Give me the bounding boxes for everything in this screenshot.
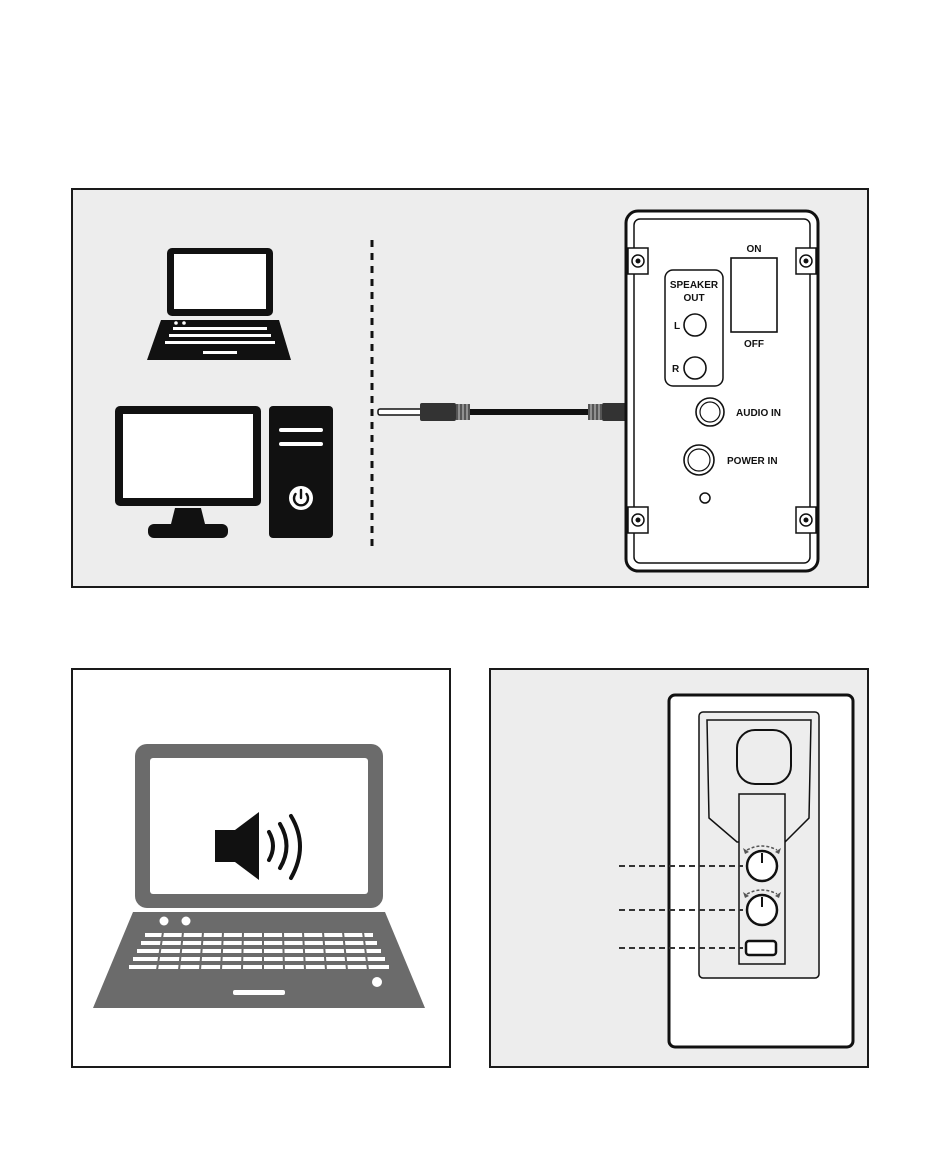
- right-channel-label: R: [672, 364, 680, 375]
- speaker-out-label-2: OUT: [683, 293, 704, 304]
- left-channel-label: L: [674, 321, 680, 332]
- switch-off-label: OFF: [744, 339, 764, 350]
- mounting-hole: [796, 507, 816, 533]
- power-switch[interactable]: [731, 258, 777, 332]
- volume-panel: [71, 668, 451, 1068]
- speaker-out-left-jack[interactable]: [684, 314, 706, 336]
- speaker-out-label: SPEAKER: [670, 280, 719, 291]
- speaker-out-right-jack[interactable]: [684, 357, 706, 379]
- audio-in-label: AUDIO IN: [736, 408, 781, 419]
- power-icon: [289, 486, 313, 510]
- switch-on-label: ON: [747, 244, 762, 255]
- connection-panel: SPEAKER OUT L R ON OFF AUDIO IN POWER IN: [71, 188, 869, 588]
- front-port[interactable]: [746, 941, 776, 955]
- led-indicator: [700, 493, 710, 503]
- mounting-hole: [628, 507, 648, 533]
- power-in-label: POWER IN: [727, 456, 778, 467]
- mounting-hole: [796, 248, 816, 274]
- laptop-volume-illustration: [73, 670, 453, 1070]
- speaker-controls-illustration: [491, 670, 871, 1070]
- laptop-icon: [147, 248, 291, 360]
- controls-panel: [489, 668, 869, 1068]
- mounting-hole: [628, 248, 648, 274]
- speaker-back-panel: SPEAKER OUT L R ON OFF AUDIO IN POWER IN: [626, 211, 818, 571]
- aux-cable-icon: [378, 403, 666, 421]
- desktop-computer-icon: [115, 406, 333, 538]
- connection-diagram: SPEAKER OUT L R ON OFF AUDIO IN POWER IN: [73, 190, 871, 590]
